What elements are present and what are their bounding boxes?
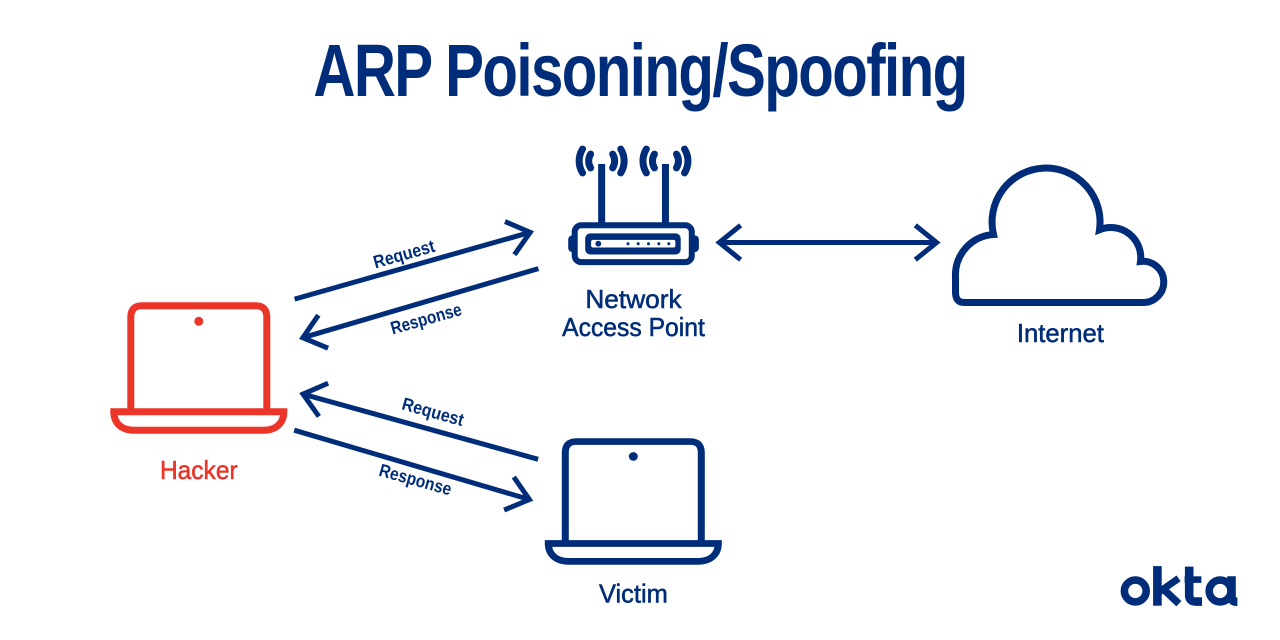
svg-text:Internet: Internet	[1017, 318, 1105, 348]
svg-text:Victim: Victim	[599, 578, 668, 608]
svg-text:ARP Poisoning/Spoofing: ARP Poisoning/Spoofing	[313, 30, 966, 112]
svg-text:Network: Network	[585, 284, 682, 314]
svg-text:Response: Response	[388, 299, 464, 338]
svg-text:Access Point: Access Point	[562, 312, 705, 342]
svg-text:Hacker: Hacker	[160, 455, 238, 485]
